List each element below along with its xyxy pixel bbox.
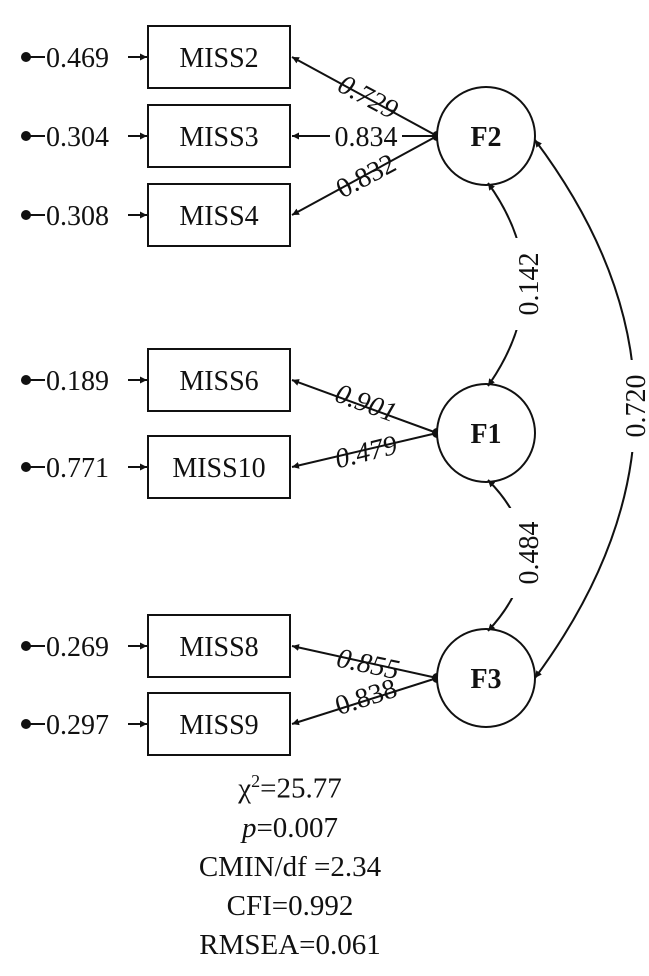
- error-miss4: 0.308: [21, 201, 147, 232]
- label-miss10: MISS10: [172, 453, 265, 484]
- loading-arrow-f1-miss10: [291, 432, 438, 469]
- loading-label-f1-miss6: 0.901: [331, 378, 401, 429]
- label-miss2: MISS2: [179, 43, 258, 74]
- fit-chi-square: χ2=25.77: [0, 762, 580, 809]
- loading-label-f2-miss3: 0.834: [335, 122, 398, 153]
- correlation-label-f2-f1: 0.142: [514, 253, 545, 316]
- error-miss10: 0.771: [21, 453, 147, 484]
- chi-value: =25.77: [260, 772, 342, 805]
- error-value-miss4: 0.308: [46, 201, 109, 232]
- correlation-label-f1-f3: 0.484: [514, 522, 545, 585]
- label-mask: [616, 360, 649, 452]
- loading-arrow-f3-miss8: [291, 644, 438, 679]
- box-miss6: [147, 348, 291, 412]
- chi-symbol: χ: [238, 772, 252, 805]
- loading-labels: 0.729 0.834 0.832 0.901 0.479 0.855 0.83…: [330, 69, 403, 722]
- fit-cfi: CFI=0.992: [226, 889, 354, 922]
- error-miss2: 0.469: [21, 43, 147, 74]
- box-miss2: [147, 25, 291, 89]
- correlation-label-f2-f3: 0.720: [621, 375, 649, 438]
- error-miss3: 0.304: [21, 122, 147, 153]
- factors: F2 F1 F3: [436, 86, 536, 728]
- factor-label-f1: F1: [470, 419, 501, 450]
- loading-arrow-f1-miss6: [291, 379, 438, 434]
- label-mask: [509, 508, 547, 598]
- indicator-boxes: MISS2 MISS3 MISS4 MISS6 MISS10 MISS8 MIS…: [147, 25, 291, 756]
- factor-f2: [436, 86, 536, 186]
- error-miss9: 0.297: [21, 710, 147, 741]
- label-mask: [330, 120, 402, 150]
- loading-arrow-f2-miss4: [291, 135, 438, 216]
- chi-superscript: 2: [251, 771, 261, 791]
- loading-label-f2-miss4: 0.832: [331, 148, 401, 205]
- loading-label-f3-miss9: 0.838: [331, 673, 400, 722]
- p-symbol: p: [241, 811, 257, 844]
- box-miss10: [147, 435, 291, 499]
- error-value-miss2: 0.469: [46, 43, 109, 74]
- factor-label-f3: F3: [470, 664, 501, 695]
- error-value-miss6: 0.189: [46, 366, 109, 397]
- error-value-miss9: 0.297: [46, 710, 109, 741]
- box-miss3: [147, 104, 291, 168]
- error-value-miss10: 0.771: [46, 453, 109, 484]
- fit-rmsea: RMSEA=0.061: [199, 928, 381, 961]
- error-miss8: 0.269: [21, 632, 147, 663]
- label-mask: [509, 238, 547, 330]
- box-miss4: [147, 183, 291, 247]
- error-terms: 0.469 0.304 0.308 0.189 0.771: [21, 43, 147, 741]
- loading-label-f2-miss2: 0.729: [333, 69, 403, 126]
- loading-arrow-f3-miss9: [291, 677, 438, 726]
- box-miss8: [147, 614, 291, 678]
- correlation-arcs: 0.142 0.484 0.720: [487, 139, 649, 679]
- factor-label-f2: F2: [470, 122, 501, 153]
- label-miss3: MISS3: [179, 122, 258, 153]
- fit-statistics: χ2=25.77 p=0.007 CMIN/df =2.34 CFI=0.992…: [0, 762, 580, 965]
- error-value-miss8: 0.269: [46, 632, 109, 663]
- p-value: =0.007: [256, 811, 339, 844]
- loading-arrows: [291, 56, 442, 726]
- label-miss9: MISS9: [179, 710, 258, 741]
- fit-cmin-df: CMIN/df =2.34: [198, 850, 382, 883]
- error-miss6: 0.189: [21, 366, 147, 397]
- error-value-miss3: 0.304: [46, 122, 109, 153]
- label-miss6: MISS6: [179, 366, 258, 397]
- label-miss4: MISS4: [179, 201, 258, 232]
- loading-label-f1-miss10: 0.479: [332, 430, 401, 475]
- label-miss8: MISS8: [179, 632, 258, 663]
- box-miss9: [147, 692, 291, 756]
- fit-p-value: p=0.007: [0, 809, 580, 848]
- loading-arrow-f2-miss2: [291, 56, 438, 137]
